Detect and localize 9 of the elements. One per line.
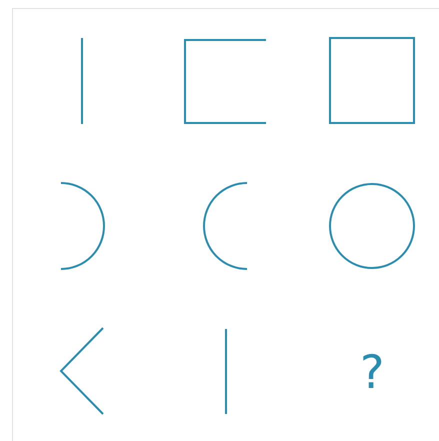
bracket-figure bbox=[184, 39, 267, 124]
arc-figure bbox=[60, 182, 105, 270]
square-figure bbox=[329, 37, 415, 124]
line-figure bbox=[225, 328, 227, 415]
line-figure bbox=[81, 37, 83, 125]
circle-figure bbox=[329, 183, 415, 269]
arc-figure bbox=[203, 182, 248, 270]
chevron-figure bbox=[60, 327, 104, 415]
question-mark: ? bbox=[360, 349, 384, 395]
